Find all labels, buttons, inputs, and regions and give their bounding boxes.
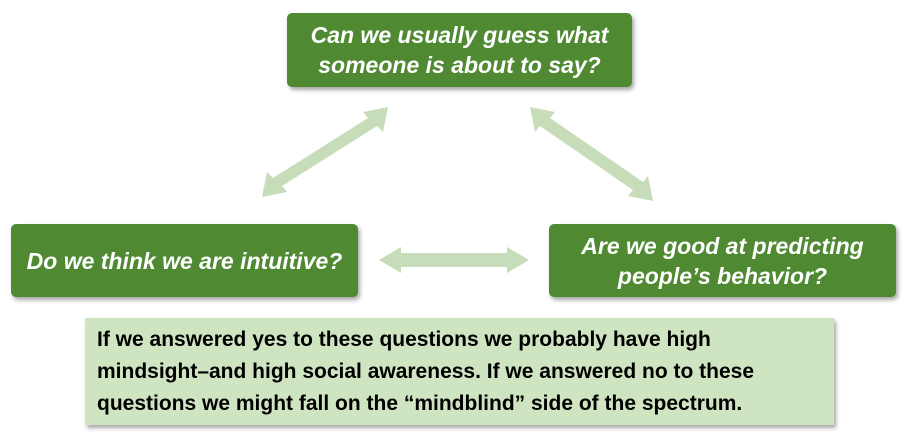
summary-line3: questions we might fall on the “mindblin… xyxy=(97,392,743,415)
arrow-horizontal xyxy=(379,247,529,273)
summary-line1: If we answered yes to these questions we… xyxy=(97,328,711,351)
node-right-line1: Are we good at predicting xyxy=(581,232,864,259)
arrow-top-left xyxy=(262,107,388,197)
summary-box: If we answered yes to these questions we… xyxy=(85,318,834,425)
node-top-line2: someone is about to say? xyxy=(318,52,601,78)
node-top-line1: Can we usually guess what xyxy=(310,22,609,48)
node-right-line2: people’s behavior? xyxy=(617,262,828,289)
node-intuitive: Do we think we are intuitive? xyxy=(11,224,358,297)
node-left-text: Do we think we are intuitive? xyxy=(26,247,343,274)
node-predicting-behavior: Are we good at predicting people’s behav… xyxy=(549,224,896,297)
arrow-top-right xyxy=(530,107,653,201)
node-guess-what-someone-says: Can we usually guess what someone is abo… xyxy=(287,13,632,87)
summary-line2: mindsight–and high social awareness. If … xyxy=(97,360,754,383)
